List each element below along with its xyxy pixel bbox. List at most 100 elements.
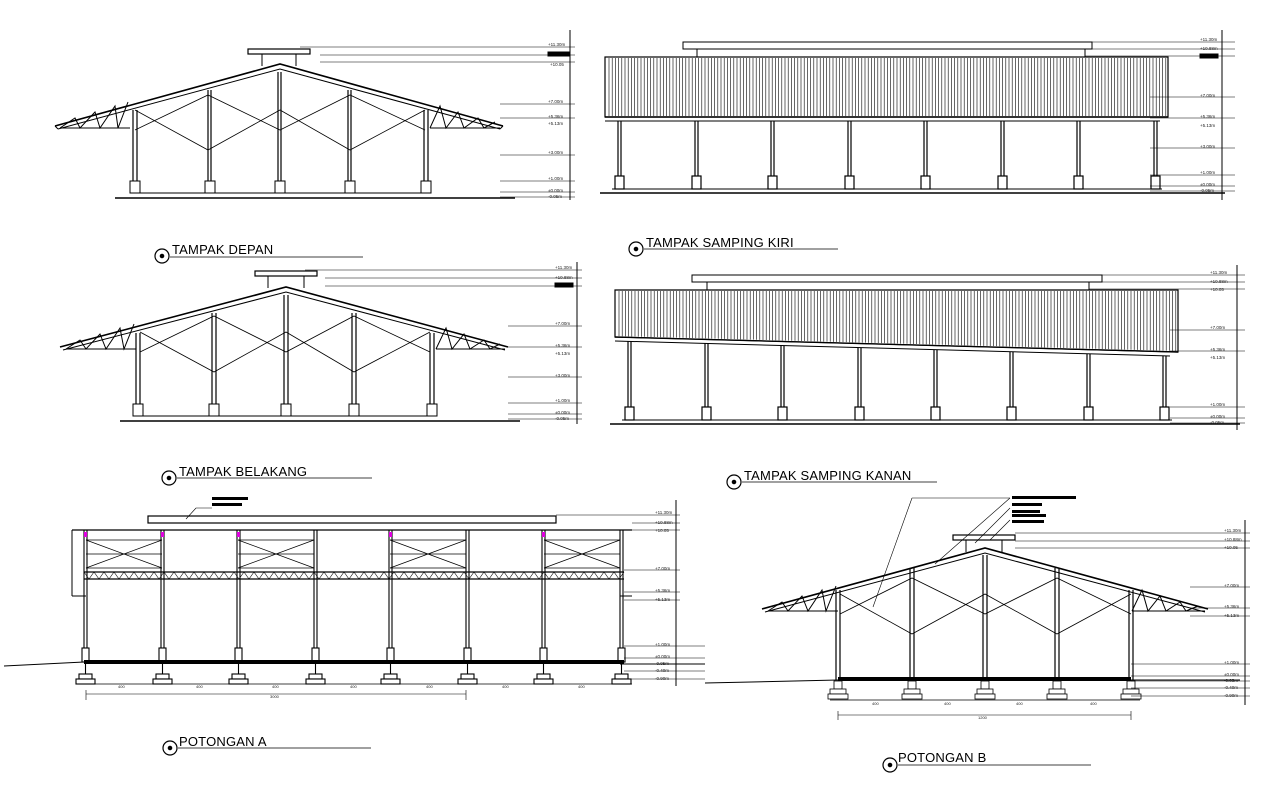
level-label: -0.05m [655, 661, 669, 666]
level-label: +5.36m [655, 588, 670, 593]
level-label: +1.00m [1224, 660, 1239, 665]
section-b-level-labels: +11.30m +10.88m +10.05 +7.00m +5.36m +5.… [1224, 528, 1242, 698]
level-label: -0.90m [655, 676, 669, 681]
level-label: -0.05m [1224, 678, 1238, 683]
level-label: ±0.00m [1200, 182, 1215, 187]
title-back: TAMPAK BELAKANG [161, 464, 372, 486]
level-label: +5.36m [548, 114, 563, 119]
title-front: TAMPAK DEPAN [154, 242, 363, 264]
level-label: +5.36m [1224, 604, 1239, 609]
level-label: +11.30m [548, 42, 566, 47]
right-level-labels: +11.30m +10.88m +10.05 +7.00m +5.36m +5.… [1210, 270, 1228, 425]
level-label: +11.30m [1224, 528, 1242, 533]
section-marker-icon [161, 470, 177, 486]
section-b [704, 496, 1250, 720]
drawing-title: POTONGAN B [898, 750, 986, 765]
dimension-label: 400 [1016, 701, 1023, 706]
dimension-label: 400 [502, 684, 509, 689]
level-label: +7.00m [548, 99, 563, 104]
level-label: +7.00m [1200, 93, 1215, 98]
title-left: TAMPAK SAMPING KIRI [628, 235, 838, 257]
level-label: +1.00m [555, 398, 570, 403]
front-elevation [54, 30, 575, 200]
level-label: +7.00m [655, 566, 670, 571]
level-label: +5.13m [1224, 613, 1239, 618]
drawing-title: TAMPAK BELAKANG [179, 464, 307, 479]
left-level-labels: +11.30m +10.88m +7.00m +5.36m +5.13m +3.… [1200, 37, 1218, 193]
level-label: ±0.00m [548, 188, 563, 193]
level-label: -0.40m [655, 668, 669, 673]
drawing-title: TAMPAK SAMPING KANAN [744, 468, 912, 483]
back-level-labels: +11.30m +10.88m +7.00m +5.36m +5.13m +3.… [555, 265, 573, 421]
level-label: +5.13m [555, 351, 570, 356]
level-label: -0.05m [1200, 188, 1214, 193]
level-label: +3.00m [555, 373, 570, 378]
section-marker-icon [882, 757, 898, 773]
dimension-label: 400 [196, 684, 203, 689]
level-label: +10.88m [655, 520, 673, 525]
level-label: +5.36m [1200, 114, 1215, 119]
section-a-node-markers [84, 532, 545, 537]
level-label: +3.00m [548, 150, 563, 155]
level-label: -0.90m [1224, 693, 1238, 698]
level-label: +11.30m [1210, 270, 1228, 275]
level-label: +10.88m [555, 275, 573, 280]
level-label: +1.00m [655, 642, 670, 647]
left-elevation [600, 30, 1235, 200]
drawing-title: TAMPAK SAMPING KIRI [646, 235, 794, 250]
section-marker-icon [154, 248, 170, 264]
level-label: -0.05m [555, 416, 569, 421]
back-elevation [59, 262, 582, 424]
level-label: +10.05 [550, 62, 564, 67]
section-a-level-labels: +11.30m +10.88m +10.05 +7.00m +5.36m +5.… [655, 510, 673, 681]
level-label: +5.36m [1210, 347, 1225, 352]
level-label: +1.00m [548, 176, 563, 181]
level-label: +10.05 [1210, 287, 1224, 292]
dimension-label: 400 [872, 701, 879, 706]
level-label: -0.05m [1210, 420, 1224, 425]
title-section-a: POTONGAN A [162, 734, 371, 756]
dimension-label: 400 [426, 684, 433, 689]
level-label: ±0.00m [1224, 672, 1239, 677]
level-label: +11.30m [1200, 37, 1218, 42]
level-label: +10.05 [655, 528, 669, 533]
title-section-b: POTONGAN B [882, 750, 1091, 773]
level-label: +11.30m [655, 510, 673, 515]
level-label: ±0.00m [655, 654, 670, 659]
level-label: +7.00m [1224, 583, 1239, 588]
level-label: -0.05m [548, 194, 562, 199]
level-label: +7.00m [1210, 325, 1225, 330]
front-level-labels: +11.30m +10.05 +7.00m +5.36m +5.13m +3.0… [548, 42, 566, 199]
level-label: +5.13m [548, 121, 563, 126]
level-label: +7.00m [555, 321, 570, 326]
level-label: +3.00m [1200, 144, 1215, 149]
dimension-label: 400 [944, 701, 951, 706]
section-marker-icon [628, 241, 644, 257]
level-label: +5.13m [655, 597, 670, 602]
dimension-label: 400 [350, 684, 357, 689]
level-label: ±0.00m [1210, 414, 1225, 419]
level-label: +5.13m [1210, 355, 1225, 360]
level-label: +5.36m [555, 343, 570, 348]
dimension-label: 400 [272, 684, 279, 689]
dimension-label: 1200 [978, 715, 988, 720]
level-label: -0.40m [1224, 685, 1238, 690]
level-label: +5.13m [1200, 123, 1215, 128]
level-label: +1.00m [1210, 402, 1225, 407]
dimension-label: 400 [1090, 701, 1097, 706]
drawing-title: TAMPAK DEPAN [172, 242, 273, 257]
section-a-dimensions: 400 400 400 400 400 400 400 3000 [118, 684, 585, 699]
dimension-label: 3000 [270, 694, 280, 699]
drawing-title: POTONGAN A [179, 734, 267, 749]
level-label: +1.00m [1200, 170, 1215, 175]
level-label: ±0.00m [555, 410, 570, 415]
level-label: +10.88m [1200, 46, 1218, 51]
right-elevation [610, 265, 1245, 430]
section-marker-icon [726, 474, 742, 490]
level-label: +11.30m [555, 265, 573, 270]
section-b-dimensions: 400 400 400 400 1200 [872, 701, 1097, 720]
level-label: +10.88m [1210, 279, 1228, 284]
level-label: +10.05 [1224, 545, 1238, 550]
dimension-label: 400 [578, 684, 585, 689]
